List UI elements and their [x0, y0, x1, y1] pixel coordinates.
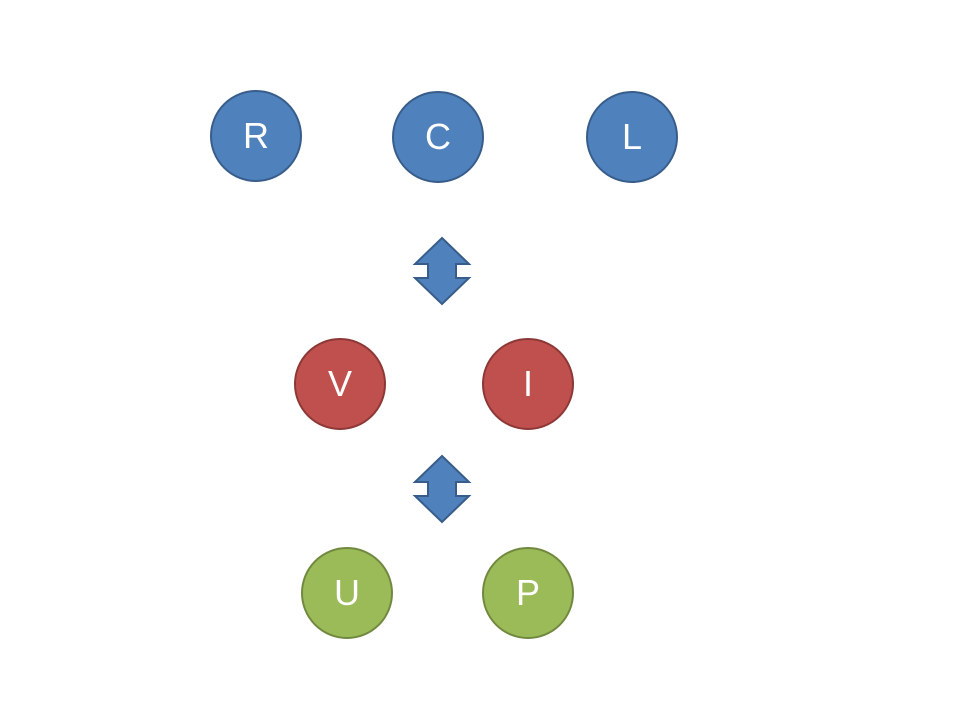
node-p: P	[482, 547, 574, 639]
node-u-label: U	[334, 572, 360, 613]
up-down-arrow-icon	[411, 236, 473, 306]
node-r: R	[210, 90, 302, 182]
node-r-label: R	[243, 115, 269, 156]
node-u: U	[301, 547, 393, 639]
node-c-label: C	[425, 116, 451, 157]
node-p-label: P	[515, 572, 540, 613]
node-v: V	[294, 338, 386, 430]
node-l-label: L	[621, 116, 643, 157]
node-v-label: V	[327, 363, 352, 404]
node-c: C	[392, 91, 484, 183]
node-l: L	[586, 91, 678, 183]
node-i-label: I	[522, 363, 533, 404]
node-i: I	[482, 338, 574, 430]
up-down-arrow-icon	[411, 454, 473, 524]
